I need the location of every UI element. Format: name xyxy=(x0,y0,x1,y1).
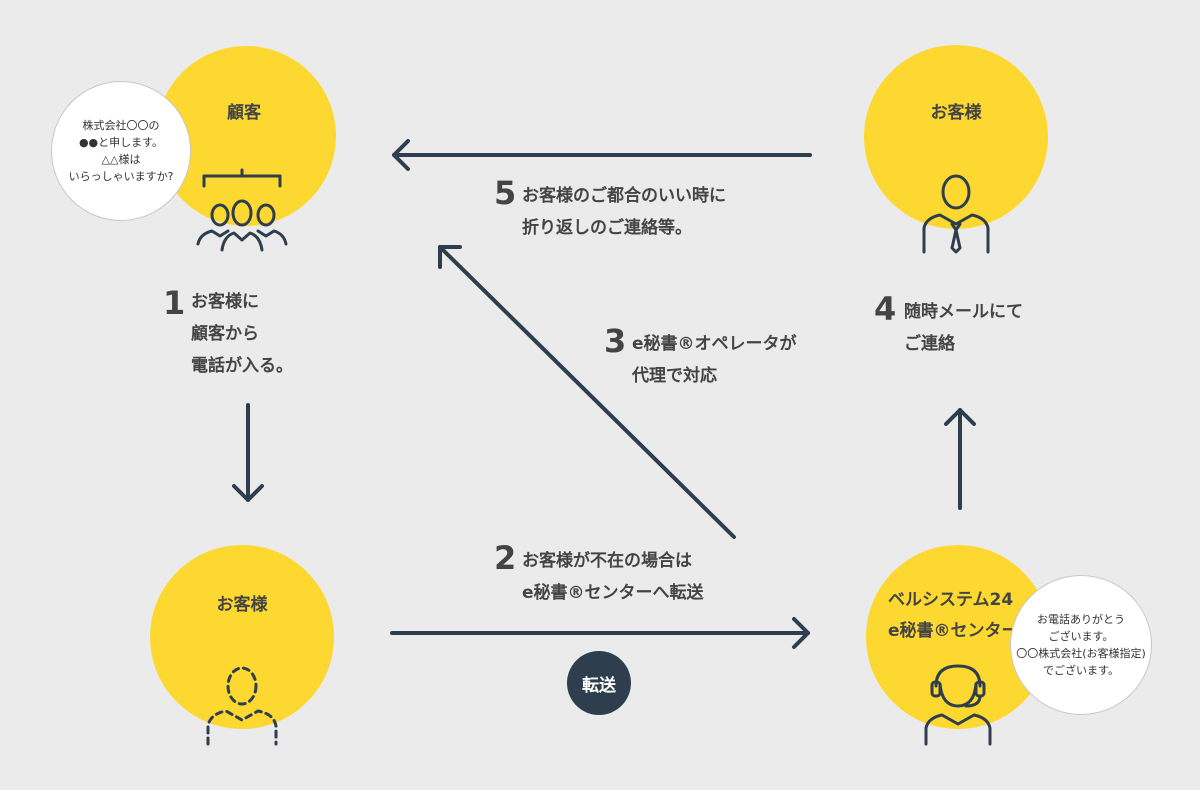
bubble-line: 〇〇株式会社(お客様指定) xyxy=(1016,647,1146,660)
call-center-node-title: ベルシステム24 e秘書®センター xyxy=(888,585,1019,647)
bubble-line: ●●と申します。 xyxy=(78,136,164,149)
step-2-number: 2 xyxy=(494,539,517,577)
transfer-badge: 転送 xyxy=(567,651,631,715)
step-4-number: 4 xyxy=(874,290,897,328)
step-5-line: お客様のご都合のいい時に xyxy=(522,186,726,206)
bubble-line: 株式会社〇〇の xyxy=(82,119,160,132)
step-3-line: e秘書®オペレータが xyxy=(632,334,797,354)
step-4-text: 随時メールにて ご連絡 xyxy=(904,296,1023,360)
bubble-line: △△様は xyxy=(101,153,141,166)
step-3-text: e秘書®オペレータが 代理で対応 xyxy=(632,328,797,392)
client-bottom-node-title: お客様 xyxy=(216,595,268,615)
arrow-step-1 xyxy=(232,403,264,502)
businessman-icon xyxy=(922,174,990,254)
step-3-number: 3 xyxy=(604,322,627,360)
bubble-line: いらっしゃいますか? xyxy=(68,170,174,183)
operator-speech-bubble: お電話ありがとう ございます。 〇〇株式会社(お客様指定) でございます。 xyxy=(1010,575,1152,715)
client-top-node xyxy=(864,45,1048,229)
step-1-text: お客様に 顧客から 電話が入る。 xyxy=(191,286,293,382)
arrow-step-3 xyxy=(438,245,736,539)
step-1-line: 顧客から xyxy=(191,324,259,344)
arrow-step-2 xyxy=(390,617,810,649)
step-1-line: お客様に xyxy=(191,292,259,312)
step-3-line: 代理で対応 xyxy=(632,366,717,386)
call-center-title-line2: e秘書®センター xyxy=(888,621,1019,641)
group-people-icon xyxy=(196,168,288,252)
step-1-number: 1 xyxy=(163,284,186,322)
step-2-text: お客様が不在の場合は e秘書®センターへ転送 xyxy=(522,545,704,609)
arrow-step-4 xyxy=(944,408,976,510)
bubble-line: ございます。 xyxy=(1048,630,1114,643)
absent-person-icon xyxy=(206,666,278,746)
step-5-number: 5 xyxy=(494,174,517,212)
headset-operator-icon xyxy=(924,664,992,746)
step-4-line: 随時メールにて xyxy=(904,302,1023,322)
caller-speech-bubble: 株式会社〇〇の ●●と申します。 △△様は いらっしゃいますか? xyxy=(51,81,191,221)
step-1-line: 電話が入る。 xyxy=(191,356,293,376)
step-5-text: お客様のご都合のいい時に 折り返しのご連絡等。 xyxy=(522,180,726,244)
step-2-line: お客様が不在の場合は xyxy=(522,551,692,571)
client-bottom-node xyxy=(150,545,334,729)
customer-node-title: 顧客 xyxy=(227,103,261,123)
step-4-line: ご連絡 xyxy=(904,334,955,354)
call-center-title-line1: ベルシステム24 xyxy=(888,590,1014,610)
step-2-line: e秘書®センターへ転送 xyxy=(522,583,704,603)
client-top-node-title: お客様 xyxy=(930,103,982,123)
step-5-line: 折り返しのご連絡等。 xyxy=(522,218,692,238)
bubble-line: お電話ありがとう xyxy=(1037,613,1125,626)
bubble-line: でございます。 xyxy=(1043,664,1119,677)
arrow-step-5 xyxy=(392,139,812,171)
